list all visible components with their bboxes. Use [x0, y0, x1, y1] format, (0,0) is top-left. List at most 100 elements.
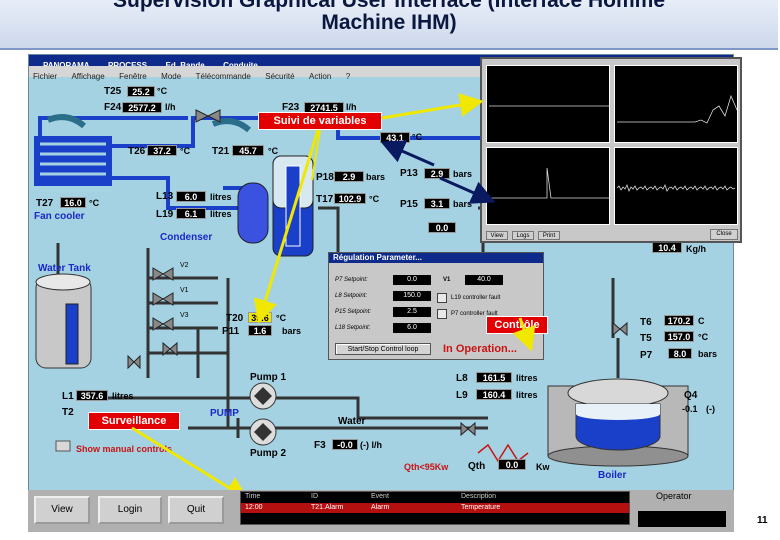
v1-input[interactable]: 40.0 — [465, 275, 503, 285]
tab-conduite[interactable]: Conduite — [209, 61, 258, 70]
label-water: Water — [338, 416, 366, 427]
setpoint-input-p15[interactable]: 2.5 — [393, 307, 431, 317]
login-button[interactable]: Login — [98, 496, 162, 524]
trend-view-button[interactable]: View — [486, 231, 508, 240]
menu-bar: Fichier Affichage Fenêtre Mode Télécomma… — [29, 66, 733, 81]
setpoint-input-p7[interactable]: 0.0 — [393, 275, 431, 285]
unit-qth: Kw — [536, 462, 550, 472]
unit-l19: litres — [210, 209, 232, 219]
trend-plot-4 — [614, 147, 738, 225]
trend-logs-button[interactable]: Logs — [512, 231, 534, 240]
operator-field[interactable] — [638, 511, 726, 527]
label-condenser: Condenser — [160, 232, 213, 243]
value-f24: 2577.2 — [122, 102, 162, 113]
callout-surveillance: Surveillance — [88, 412, 180, 430]
label-fan-cooler: Fan cooler — [34, 211, 85, 222]
label-l19: L19 — [156, 209, 174, 220]
tab-ed-bande[interactable]: Ed_Bande — [152, 61, 205, 70]
tab-panorama[interactable]: PANORAMA — [29, 61, 90, 70]
unit-t20: °C — [276, 313, 287, 323]
alarm-list[interactable]: Time ID Event Description 12:00 T21.Alar… — [240, 491, 630, 525]
tab-process[interactable]: PROCESS — [94, 61, 147, 70]
label-l13: L13 — [156, 191, 174, 202]
value-l8: 161.5 — [476, 372, 512, 383]
start-stop-button[interactable]: Start/Stop Control loop — [335, 343, 431, 355]
label-pump1: Pump 1 — [250, 372, 287, 383]
menu-securite[interactable]: Sécurité — [265, 72, 295, 81]
trend-print-button[interactable]: Print — [538, 231, 560, 240]
value-p18: 2.9 — [334, 171, 364, 182]
value-l13: 6.0 — [176, 191, 206, 202]
value-l1: 357.6 — [76, 390, 108, 401]
label-p13: P13 — [400, 168, 418, 179]
value-t21: 45.7 — [232, 145, 264, 156]
unit-p7: bars — [698, 349, 718, 359]
menu-help[interactable]: ? — [345, 72, 351, 81]
checkbox-l19-fault[interactable] — [437, 293, 447, 303]
v1-label: V1 — [443, 277, 451, 283]
setpoint-input-l18[interactable]: 6.0 — [393, 323, 431, 333]
label-p7-fault: P7 controller fault — [451, 311, 498, 317]
alarm-header-time: Time — [245, 493, 261, 500]
label-l8: L8 — [456, 373, 468, 384]
value-t26: 37.2 — [147, 145, 177, 156]
unit-t5: °C — [698, 332, 709, 342]
label-boiler: Boiler — [598, 470, 627, 481]
value-t6: 170.2 — [664, 315, 694, 326]
label-t20: T20 — [226, 313, 244, 324]
menu-fichier[interactable]: Fichier — [33, 72, 58, 81]
label-p15: P15 — [400, 199, 418, 210]
label-f24: F24 — [104, 102, 122, 113]
menu-mode[interactable]: Mode — [161, 72, 182, 81]
menu-fenetre[interactable]: Fenêtre — [119, 72, 147, 81]
label-f23: F23 — [282, 102, 300, 113]
value-l9: 160.4 — [476, 389, 512, 400]
unit-t26: °C — [180, 146, 191, 156]
value-p7: 8.0 — [668, 348, 692, 359]
label-water-tank: Water Tank — [38, 263, 91, 274]
label-l1: L1 — [62, 391, 74, 402]
value-p11: 1.6 — [248, 325, 272, 336]
unit-p18: bars — [366, 172, 386, 182]
label-q4: Q4 — [684, 390, 698, 401]
regulation-dialog: Régulation Parameter... P7 Setpoint: 0.0… — [328, 252, 544, 360]
value-t25: 25.2 — [127, 86, 155, 97]
alarm-cell-time: 12:00 — [245, 504, 263, 511]
value-t22: 43.1 — [380, 132, 410, 143]
quit-button[interactable]: Quit — [168, 496, 224, 524]
trend-plot-3 — [486, 147, 610, 225]
checkbox-p7-fault[interactable] — [437, 309, 447, 319]
unit-t17: °C — [369, 194, 380, 204]
unit-f24: l/h — [165, 102, 176, 112]
setpoint-label-l8: L8 Setpoint: — [335, 293, 368, 299]
label-f3: F3 — [314, 440, 326, 451]
label-t5: T5 — [640, 333, 652, 344]
title-line-2: Machine IHM) — [321, 11, 457, 34]
alarm-row[interactable]: 12:00 T21.Alarm Alarm Temperature — [241, 503, 629, 513]
slide-title: Supervision Graphical User Interface (In… — [0, 0, 778, 50]
setpoint-input-l8[interactable]: 150.0 — [393, 291, 431, 301]
menu-telecommande[interactable]: Télécommande — [195, 72, 251, 81]
alarm-cell-event: Alarm — [371, 504, 390, 511]
label-t27: T27 — [36, 198, 54, 209]
menu-action[interactable]: Action — [309, 72, 332, 81]
unit-l8: litres — [516, 373, 538, 383]
unit-q4: (-) — [706, 404, 715, 414]
menu-affichage[interactable]: Affichage — [71, 72, 105, 81]
label-p11: P11 — [222, 326, 240, 337]
value-l19: 6.1 — [176, 208, 206, 219]
alarm-header-id: ID — [311, 493, 318, 500]
view-button[interactable]: View — [34, 496, 90, 524]
setpoint-label-p7: P7 Setpoint: — [335, 277, 368, 283]
regulation-title: Régulation Parameter... — [329, 253, 543, 263]
label-v1: V1 — [180, 287, 189, 294]
show-manual-controls[interactable]: Show manual controls — [76, 444, 173, 454]
label-t21: T21 — [212, 146, 230, 157]
unit-l9: litres — [516, 390, 538, 400]
trend-close-button[interactable]: Close — [710, 229, 738, 240]
unit-l1: litres — [112, 391, 134, 401]
unit-t22: °C — [412, 132, 423, 142]
label-t26: T26 — [128, 146, 146, 157]
value-t27: 16.0 — [60, 197, 86, 208]
unit-l13: litres — [210, 192, 232, 202]
